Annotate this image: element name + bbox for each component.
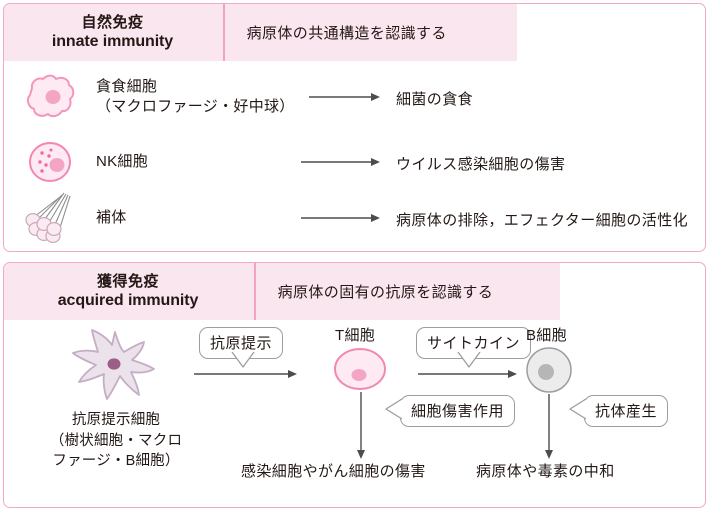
innate-row-phagocyte: 貪食細胞 （マクロファージ・好中球） 細菌の貪食 xyxy=(4,66,705,128)
complement-icon xyxy=(4,189,96,247)
innate-header-subtitle: 病原体の共通構造を認識する xyxy=(246,25,447,42)
acquired-header-divider xyxy=(254,263,256,320)
nk-cell-result: ウイルス感染細胞の傷害 xyxy=(396,156,566,173)
acquired-diagram: 抗原提示細胞 （樹状細胞・マクロ ファージ・B細胞） 抗原提示 T細胞 xyxy=(4,320,705,506)
innate-header: 自然免疫 innate immunity 病原体の共通構造を認識する xyxy=(4,4,517,61)
complement-label-line1: 補体 xyxy=(96,208,127,226)
nk-cell-label-line1: NK細胞 xyxy=(96,152,149,170)
arrow-tcell-to-bcell xyxy=(418,370,517,378)
phagocyte-cell-icon xyxy=(4,71,96,123)
callout-cytokine: サイトカイン xyxy=(416,327,532,359)
phagocyte-arrow xyxy=(309,92,381,102)
innate-title-jp: 自然免疫 xyxy=(81,13,144,31)
nk-cell-label: NK細胞 xyxy=(96,152,148,172)
phagocyte-result: 細菌の貪食 xyxy=(396,91,474,108)
phagocyte-label: 貪食細胞 （マクロファージ・好中球） xyxy=(96,77,295,118)
acquired-header-subtitle: 病原体の固有の抗原を認識する xyxy=(277,284,494,301)
b-cell-outcome: 病原体や毒素の中和 xyxy=(476,463,615,480)
t-cell-name: T細胞 xyxy=(335,327,376,344)
b-cell-icon xyxy=(522,345,576,400)
phagocyte-label-line1: 貪食細胞 xyxy=(96,77,158,95)
apc-caption: 抗原提示細胞 （樹状細胞・マクロ ファージ・B細胞） xyxy=(18,410,214,472)
b-cell-name: B細胞 xyxy=(526,327,567,344)
nk-cell-arrow xyxy=(301,157,381,167)
complement-result: 病原体の排除，エフェクター細胞の活性化 xyxy=(396,212,689,229)
innate-header-divider xyxy=(223,4,225,61)
callout-antibody-production: 抗体産生 xyxy=(584,395,669,427)
complement-arrow xyxy=(301,213,381,223)
dendritic-cell-icon xyxy=(66,328,164,411)
apc-caption-line1: 抗原提示細胞 xyxy=(71,412,161,428)
t-cell-icon xyxy=(331,345,389,398)
acquired-title-en: acquired immunity xyxy=(57,291,199,309)
apc-caption-line3: ファージ・B細胞） xyxy=(52,453,180,470)
complement-label: 補体 xyxy=(96,208,127,228)
t-cell-outcome: 感染細胞やがん細胞の傷害 xyxy=(241,463,426,480)
acquired-header: 獲得免疫 acquired immunity 病原体の固有の抗原を認識する xyxy=(4,263,560,320)
innate-header-title: 自然免疫 innate immunity xyxy=(4,14,223,52)
innate-row-nk-cell: NK細胞 ウイルス感染細胞の傷害 xyxy=(4,131,705,193)
arrow-apc-to-tcell xyxy=(194,370,297,378)
apc-caption-line2: （樹状細胞・マクロ xyxy=(49,432,183,449)
acquired-title-jp: 獲得免疫 xyxy=(96,272,159,290)
nk-cell-icon xyxy=(4,138,96,186)
callout-cytotoxicity: 細胞傷害作用 xyxy=(400,395,516,427)
panel-innate-immunity: 自然免疫 innate immunity 病原体の共通構造を認識する 貪食細胞 … xyxy=(3,3,706,252)
innate-title-en: innate immunity xyxy=(51,32,174,50)
phagocyte-label-line2: （マクロファージ・好中球） xyxy=(96,98,295,115)
acquired-header-title: 獲得免疫 acquired immunity xyxy=(4,273,254,311)
panel-acquired-immunity: 獲得免疫 acquired immunity 病原体の固有の抗原を認識する 抗原… xyxy=(3,262,706,508)
arrow-tcell-to-outcome xyxy=(357,392,365,459)
arrow-bcell-to-outcome xyxy=(545,394,553,459)
innate-row-complement: 補体 病原体の排除，エフェクター細胞の活性化 xyxy=(4,187,705,249)
callout-antigen-presentation: 抗原提示 xyxy=(199,327,284,359)
